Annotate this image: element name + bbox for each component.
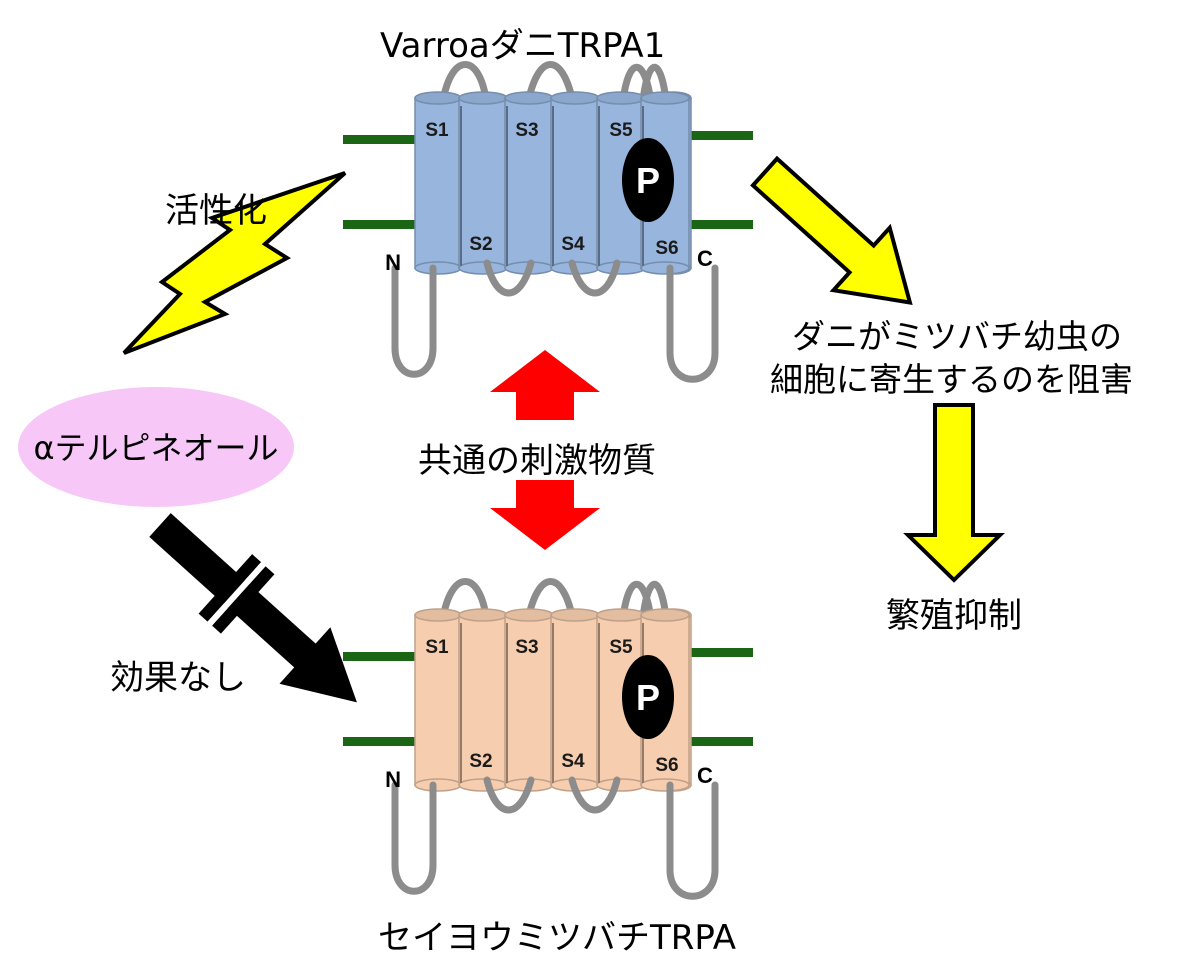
mite-helix-2: [458, 97, 508, 269]
bee-inner-loop-1: [483, 776, 535, 814]
mite-membrane-left-top: [343, 135, 419, 144]
bee-membrane-left-bottom: [343, 737, 419, 746]
yellow-arrow-diagonal-shape: [750, 155, 913, 305]
common-stimulus-label: 共通の刺激物質: [418, 441, 656, 481]
blocked-arrow-head: [279, 627, 357, 703]
bee-helix-top-5: [596, 608, 646, 622]
bee-helix-bottom-1: [414, 778, 462, 792]
mite-helix-bottom-2: [458, 261, 508, 275]
blocked-arrow: [149, 513, 357, 703]
red-arrow-up: [490, 350, 600, 420]
bee-pore-label: P: [636, 677, 660, 718]
no-effect-label: 効果なし: [110, 658, 246, 698]
bee-membrane-right-top: [681, 648, 753, 657]
bee-helix-top-4: [550, 608, 600, 622]
yellow-arrow-down: [903, 403, 1005, 583]
mite-segment-s6: S6: [655, 238, 678, 259]
block-bar-left: [198, 554, 262, 622]
mite-membrane-right-bottom: [681, 220, 753, 229]
mite-membrane-right-top: [681, 131, 753, 140]
bee-helix-top-2: [458, 608, 508, 622]
bee-helix-3: [504, 614, 554, 786]
mite-c-tail: [666, 264, 719, 383]
compound-name: αテルピネオール: [33, 429, 278, 467]
mite-segment-s3: S3: [515, 120, 538, 141]
activation-label: 活性化: [165, 191, 267, 231]
compound-ellipse: [18, 387, 294, 507]
block-gap: [204, 559, 269, 629]
mite-inner-loop-2: [568, 259, 621, 297]
mite-membrane-left-bottom: [343, 220, 419, 229]
mite-helix-bottom-6: [640, 261, 690, 275]
mite-pore-label: P: [636, 160, 660, 201]
mite-helix-bottom-1: [414, 261, 462, 275]
red-arrow-down: [490, 480, 600, 550]
bee-helix-2: [458, 614, 508, 786]
mite-helix-top-2: [458, 91, 508, 105]
mite-segment-s1: S1: [425, 120, 449, 141]
mite-outer-loop-1: [438, 61, 491, 112]
reproduction-suppression-label: 繁殖抑制: [886, 596, 1022, 636]
mite-segment-s4: S4: [561, 234, 585, 255]
bee-c-terminus: C: [697, 763, 713, 788]
bee-helix-top-1: [414, 608, 462, 622]
mite-helix-top-1: [414, 91, 462, 105]
mite-c-terminus: C: [697, 246, 713, 271]
bee-helix-bottom-6: [640, 778, 690, 792]
mite-outer-loop-2: [523, 61, 578, 112]
bee-n-tail: [391, 781, 437, 895]
bee-segment-s5: S5: [609, 637, 633, 658]
mite-helix-top-5: [596, 91, 646, 105]
honeybee-trpa-title: セイヨウミツバチTRPA: [378, 918, 736, 958]
mite-segment-s5: S5: [609, 120, 633, 141]
mite-helix-4: [550, 97, 600, 269]
prevent-parasitism-line2: 細胞に寄生するのを阻害: [770, 360, 1133, 399]
bee-membrane-right-bottom: [681, 737, 753, 746]
yellow-arrow-diagonal: [750, 155, 913, 305]
mite-pore: [622, 138, 674, 222]
bee-outer-loop-2: [523, 578, 578, 629]
mite-segment-s2: S2: [469, 234, 492, 255]
mite-helix-top-4: [550, 91, 600, 105]
mite-helix-bottom-5: [596, 261, 646, 275]
bee-segment-s6: S6: [655, 755, 678, 776]
block-bar-right: [212, 566, 275, 634]
bee-segment-s1: S1: [425, 637, 449, 658]
bee-c-tail: [666, 781, 719, 900]
bee-helix-top-3: [504, 608, 554, 622]
prevent-parasitism-line1: ダニがミツバチ幼虫の: [792, 317, 1122, 356]
bee-segment-s4: S4: [561, 751, 585, 772]
bee-helix-bottom-5: [596, 778, 646, 792]
lightning-bolt: [122, 171, 347, 355]
mite-n-tail: [391, 264, 437, 378]
mite-n-terminus: N: [385, 250, 401, 275]
bee-inner-loop-2: [568, 776, 621, 814]
mite-helix-top-3: [504, 91, 554, 105]
bee-segment-s3: S3: [515, 637, 538, 658]
bee-outer-loop-1: [438, 578, 491, 629]
bee-n-terminus: N: [385, 767, 401, 792]
mite-helix-1: [414, 97, 462, 269]
mite-helix-top-6: [640, 91, 690, 105]
bee-helix-top-6: [640, 608, 690, 622]
bee-segment-s2: S2: [469, 751, 492, 772]
bee-helix-bottom-2: [458, 778, 508, 792]
mite-trpa1-title: VarroaダニTRPA1: [380, 26, 666, 66]
bee-membrane-left-top: [343, 652, 419, 661]
mite-inner-loop-1: [483, 259, 535, 297]
bee-pore: [622, 655, 674, 739]
